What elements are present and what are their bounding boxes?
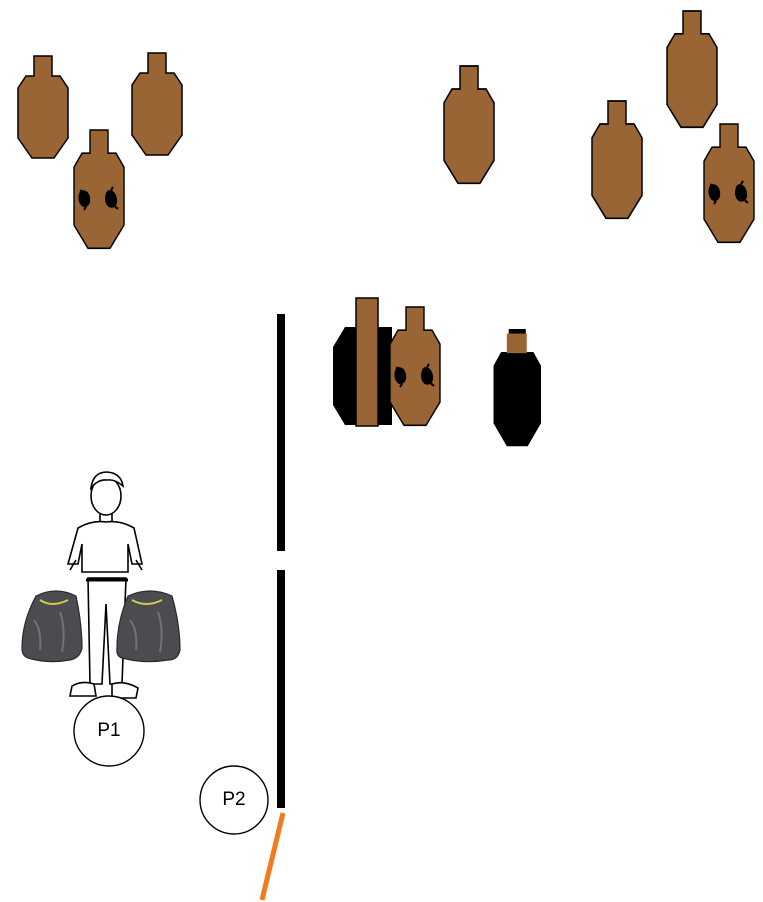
position-label-p1: P1 <box>74 705 144 757</box>
trash-bag-left <box>22 591 82 662</box>
no-shoot-target-black <box>494 329 542 446</box>
target-left-right <box>132 53 182 155</box>
target-right-top <box>667 11 717 127</box>
target-right-middle <box>592 101 642 218</box>
target-center-hit <box>390 307 440 425</box>
target-right-solo <box>444 66 494 183</box>
position-label-p2: P2 <box>199 774 269 826</box>
target-edge-strip <box>356 298 378 426</box>
fault-line <box>262 813 283 900</box>
person-shirt <box>68 522 142 572</box>
trash-bag-right <box>117 591 180 662</box>
target-right-front-hit <box>704 124 754 242</box>
target-left-front-hit <box>74 130 124 248</box>
person-with-bags <box>68 472 142 698</box>
target-left-back <box>18 56 68 158</box>
